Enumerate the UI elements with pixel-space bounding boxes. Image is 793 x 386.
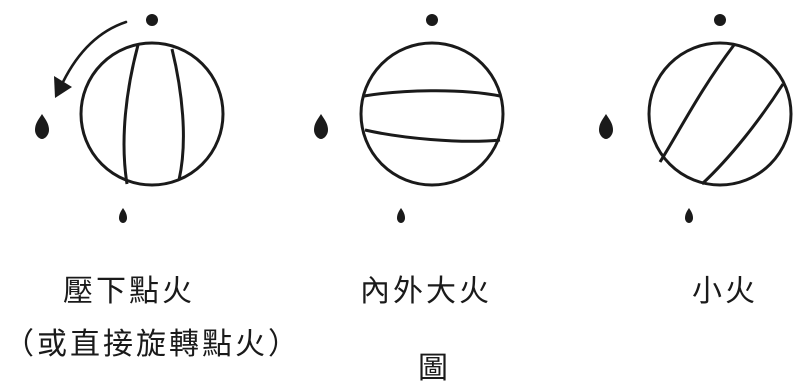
knob-grip-line: [122, 44, 140, 185]
knob-3-caption: 小火: [692, 274, 758, 309]
small-flame-icon: [397, 208, 405, 223]
big-flame-icon: [35, 114, 49, 139]
small-flame-icon: [119, 208, 127, 223]
knob-high-flame: [314, 14, 505, 223]
small-flame-icon: [685, 208, 693, 223]
stove-knob-diagram: [35, 14, 793, 223]
knob-indicator-dot: [714, 14, 726, 26]
rotation-arrowhead: [54, 76, 72, 98]
knob-grip-line: [700, 83, 785, 186]
figure-caption-clipped: 圖: [418, 351, 451, 386]
knob-press-ignite: [35, 14, 225, 223]
knob-indicator-dot: [426, 14, 438, 26]
knob-low-flame: [599, 14, 793, 223]
knob-dial: [647, 41, 793, 187]
knob-dial: [79, 41, 225, 187]
knob-grip-line: [364, 128, 501, 143]
knob-1-caption: 壓下點火: [63, 274, 195, 309]
knob-dial: [359, 41, 505, 187]
knob-grip-line: [658, 44, 736, 163]
knob-grip-line: [363, 89, 501, 98]
big-flame-icon: [314, 114, 328, 139]
knob-2-caption: 內外大火: [360, 274, 492, 309]
big-flame-icon: [599, 114, 613, 139]
knob-indicator-dot: [146, 14, 158, 26]
knob-grip-line: [170, 48, 185, 181]
knob-1-note: （或直接旋轉點火）: [4, 327, 301, 362]
rotation-arrow: [61, 20, 128, 84]
